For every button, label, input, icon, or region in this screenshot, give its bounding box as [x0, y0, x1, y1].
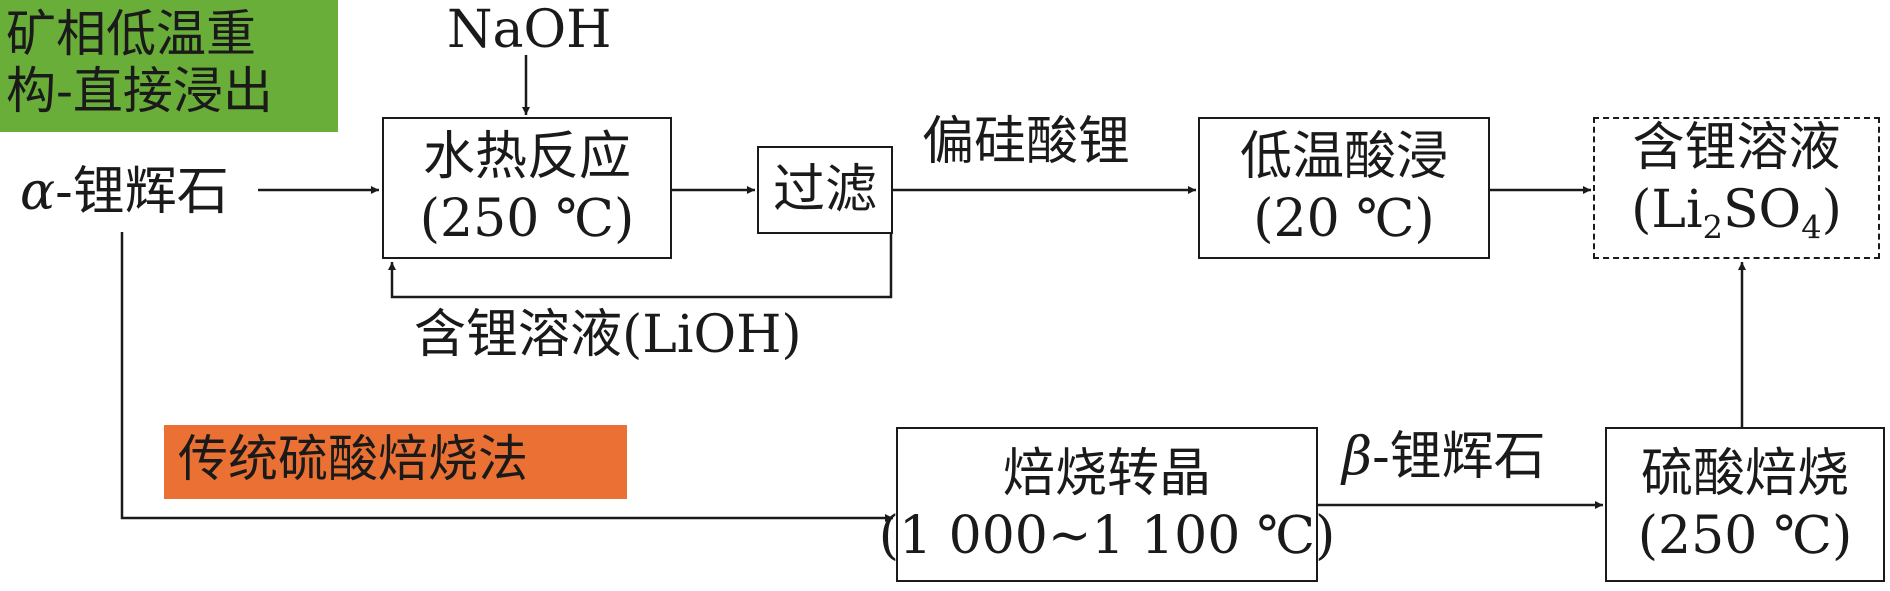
- acid-roasting-title: 硫酸焙烧: [1640, 443, 1849, 504]
- roast-transformation-temp: (1 000~1 100 ℃): [878, 505, 1336, 566]
- subscript-2: 2: [1702, 208, 1723, 247]
- recycle-solution-label: 含锂溶液(LiOH): [414, 305, 802, 365]
- hydrothermal-temp: (250 ℃): [419, 189, 635, 249]
- route-tag-line1: 矿相低温重: [6, 5, 256, 63]
- low-temp-acid-leach-box: 低温酸浸 (20 ℃): [1198, 117, 1490, 259]
- filtration-title: 过滤: [772, 160, 877, 220]
- arrow-start-to-roast: [120, 232, 893, 522]
- beta-spodumene-label: β-锂辉石: [1342, 427, 1546, 487]
- acid-leach-temp: (20 ℃): [1253, 189, 1435, 249]
- beta-spodumene-text: -锂辉石: [1372, 427, 1546, 487]
- roast-transformation-box: 焙烧转晶 (1 000~1 100 ℃): [879, 427, 1335, 582]
- lithium-silicate-label: 偏硅酸锂: [922, 112, 1131, 172]
- roast-transformation-title: 焙烧转晶: [1002, 443, 1211, 504]
- start-material-text: -锂辉石: [55, 162, 229, 222]
- route-tag-sulfuric-roasting: 传统硫酸焙烧法: [164, 425, 627, 499]
- hydrothermal-title: 水热反应: [422, 127, 631, 187]
- arrow-recycle-to-hydro: [388, 234, 893, 299]
- lithium-solution-product-box: 含锂溶液 (Li2SO4): [1593, 117, 1880, 259]
- route-tag-low-temp-reconstruction: 矿相低温重 构-直接浸出: [0, 0, 338, 132]
- product-formula: (Li2SO4): [1631, 180, 1842, 247]
- acid-leach-title: 低温酸浸: [1239, 127, 1448, 187]
- acid-roasting-temp: (250 ℃): [1637, 505, 1853, 566]
- product-title: 含锂溶液: [1632, 118, 1841, 179]
- beta-symbol: β: [1342, 427, 1373, 487]
- subscript-4: 4: [1801, 208, 1822, 247]
- naoh-label: NaOH: [447, 0, 612, 60]
- start-material-label: α-锂辉石: [20, 162, 229, 222]
- sulfuric-acid-roasting-box: 硫酸焙烧 (250 ℃): [1605, 427, 1885, 582]
- filtration-box: 过滤: [757, 146, 893, 234]
- route-tag-line2: 构-直接浸出: [6, 62, 273, 120]
- alpha-symbol: α: [20, 162, 56, 222]
- hydrothermal-reaction-box: 水热反应 (250 ℃): [382, 117, 672, 259]
